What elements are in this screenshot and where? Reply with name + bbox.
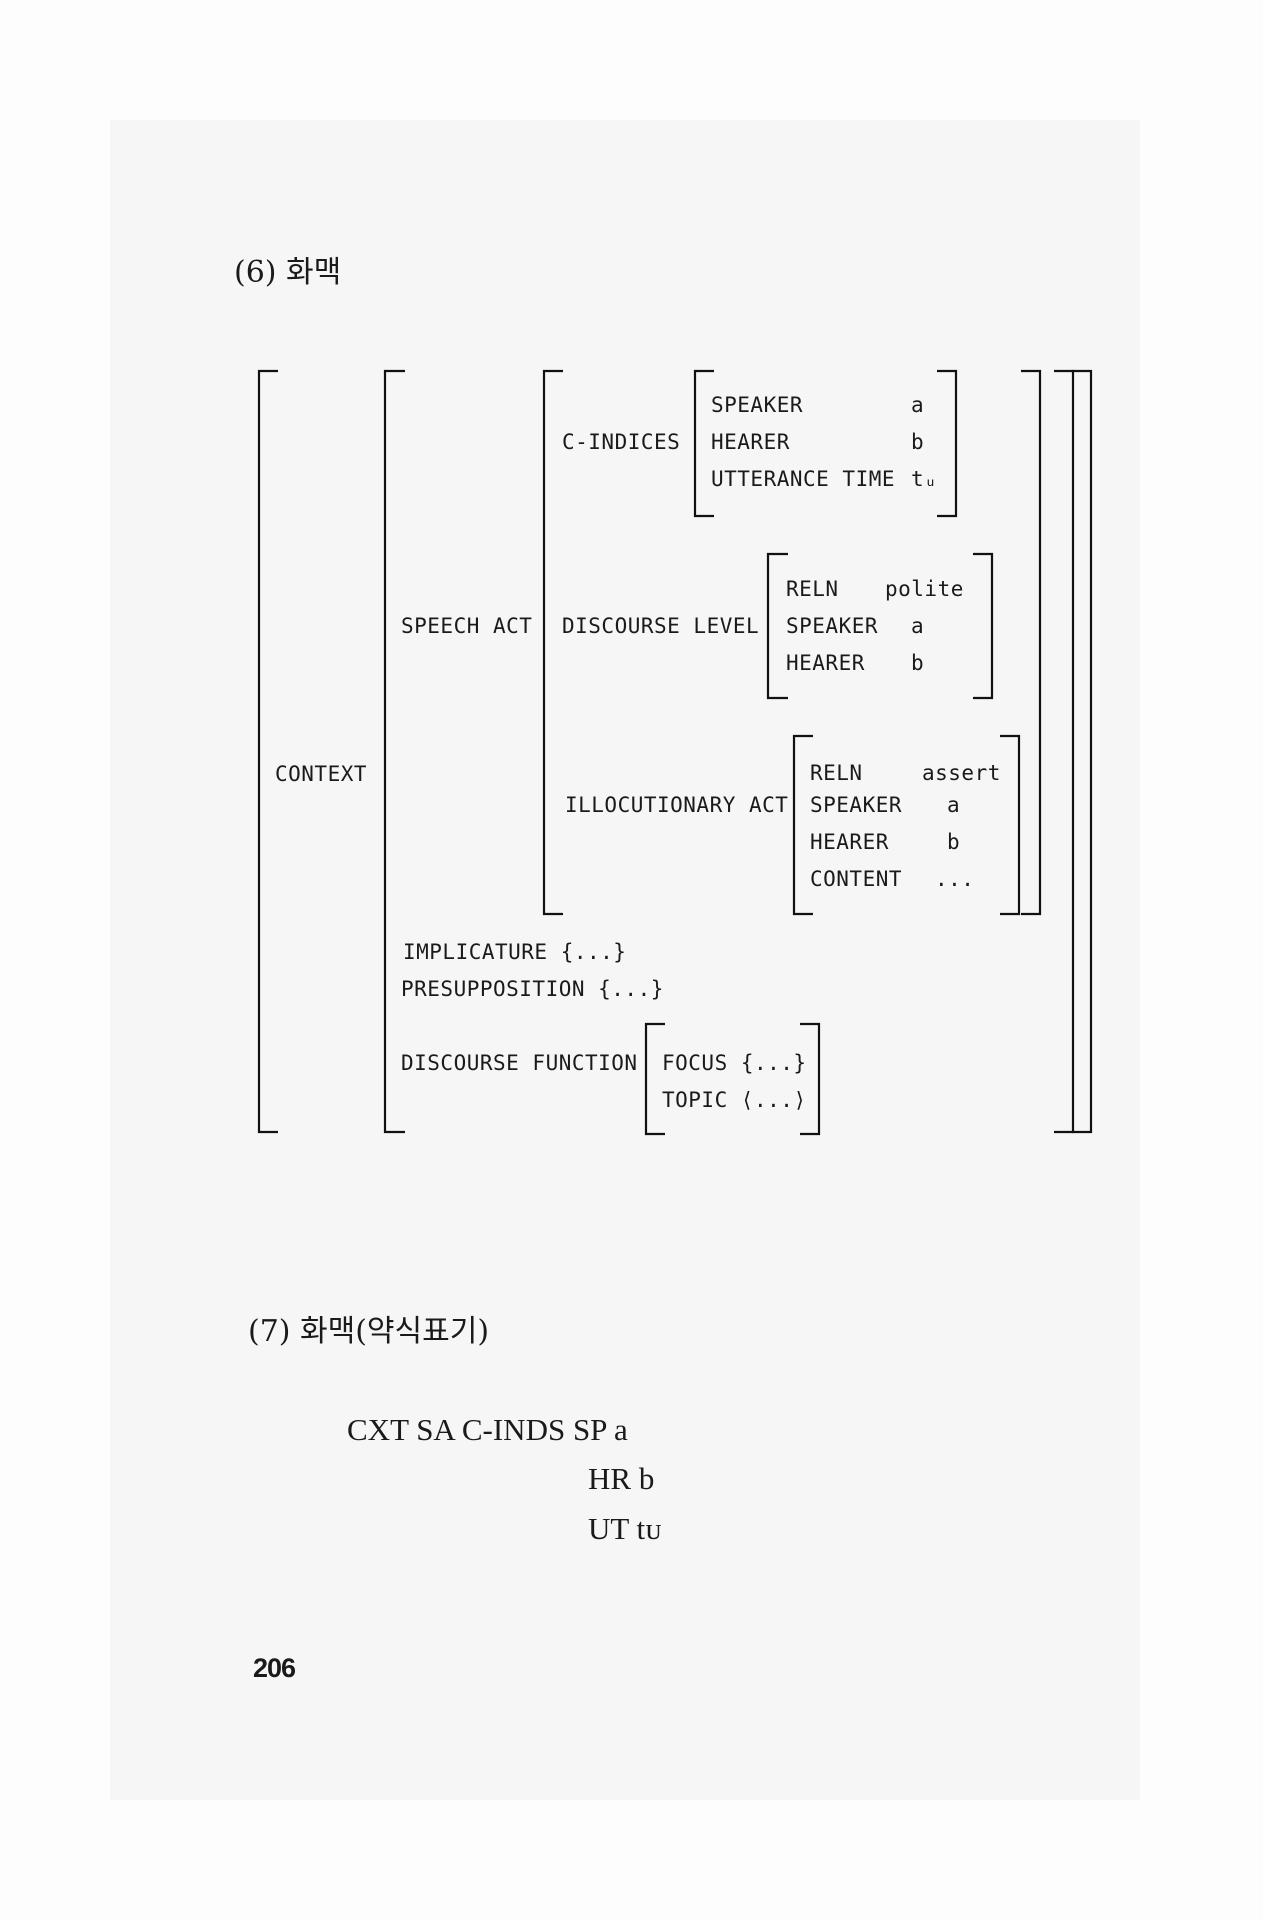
discourse-function-topic: TOPIC ⟨...⟩ [662, 1088, 807, 1112]
illocutionary-act-bracket-left [792, 734, 813, 916]
discourse-level-hearer: HEARER [786, 651, 865, 675]
illocutionary-act-speaker-value: a [947, 793, 961, 817]
illocutionary-act-speaker: SPEAKER [810, 793, 903, 817]
c-indices-label: C-INDICES [562, 430, 681, 454]
presupposition-label: PRESUPPOSITION {...} [401, 977, 664, 1001]
illocutionary-act-label: ILLOCUTIONARY ACT [565, 793, 789, 817]
illocutionary-act-bracket-right [1000, 734, 1021, 916]
c-indices-utterance-time-value: tᵤ [911, 467, 938, 491]
illocutionary-act-hearer: HEARER [810, 830, 889, 854]
abbrev-line-1: CXT SA C-INDS SP a [347, 1412, 628, 1447]
discourse-level-hearer-value: b [911, 651, 925, 675]
example-6-title: (6) 화맥 [234, 255, 342, 290]
speech-level-bracket-right [1054, 369, 1075, 1134]
abbrev-line-3: UT tᴜ [588, 1511, 662, 1546]
c-indices-speaker-value: a [911, 393, 925, 417]
illocutionary-act-reln-value: assert [922, 761, 1001, 785]
example-7-title: (7) 화맥(약식표기) [248, 1314, 490, 1349]
speech-act-label: SPEECH ACT [401, 614, 533, 638]
abbrev-line-2: HR b [588, 1461, 655, 1496]
discourse-function-bracket-right [800, 1022, 821, 1136]
page-background [110, 120, 1140, 1800]
context-label: CONTEXT [275, 762, 368, 786]
speech-act-bracket-right [1021, 369, 1042, 916]
discourse-level-label: DISCOURSE LEVEL [562, 614, 760, 638]
c-indices-bracket-left [693, 369, 714, 518]
c-indices-hearer: HEARER [711, 430, 790, 454]
discourse-function-focus: FOCUS {...} [662, 1051, 807, 1075]
speech-level-bracket-left [383, 369, 405, 1134]
c-indices-hearer-value: b [911, 430, 925, 454]
discourse-function-label: DISCOURSE FUNCTION [401, 1051, 638, 1075]
context-bracket-left [257, 369, 278, 1134]
context-bracket-right [1072, 369, 1093, 1134]
discourse-level-reln-value: polite [885, 577, 964, 601]
c-indices-bracket-right [937, 369, 958, 518]
discourse-level-reln: RELN [786, 577, 839, 601]
illocutionary-act-reln: RELN [810, 761, 863, 785]
c-indices-utterance-time: UTTERANCE TIME [711, 467, 896, 491]
c-indices-speaker: SPEAKER [711, 393, 804, 417]
discourse-function-bracket-left [644, 1022, 665, 1136]
discourse-level-bracket-right [973, 552, 994, 700]
discourse-level-speaker-value: a [911, 614, 925, 638]
page-number: 206 [253, 1653, 296, 1683]
illocutionary-act-hearer-value: b [947, 830, 961, 854]
illocutionary-act-content-value: ... [935, 867, 975, 891]
implicature-label: IMPLICATURE {...} [403, 940, 627, 964]
illocutionary-act-content: CONTENT [810, 867, 903, 891]
discourse-level-speaker: SPEAKER [786, 614, 879, 638]
speech-act-bracket-left [542, 369, 563, 916]
discourse-level-bracket-left [766, 552, 788, 700]
